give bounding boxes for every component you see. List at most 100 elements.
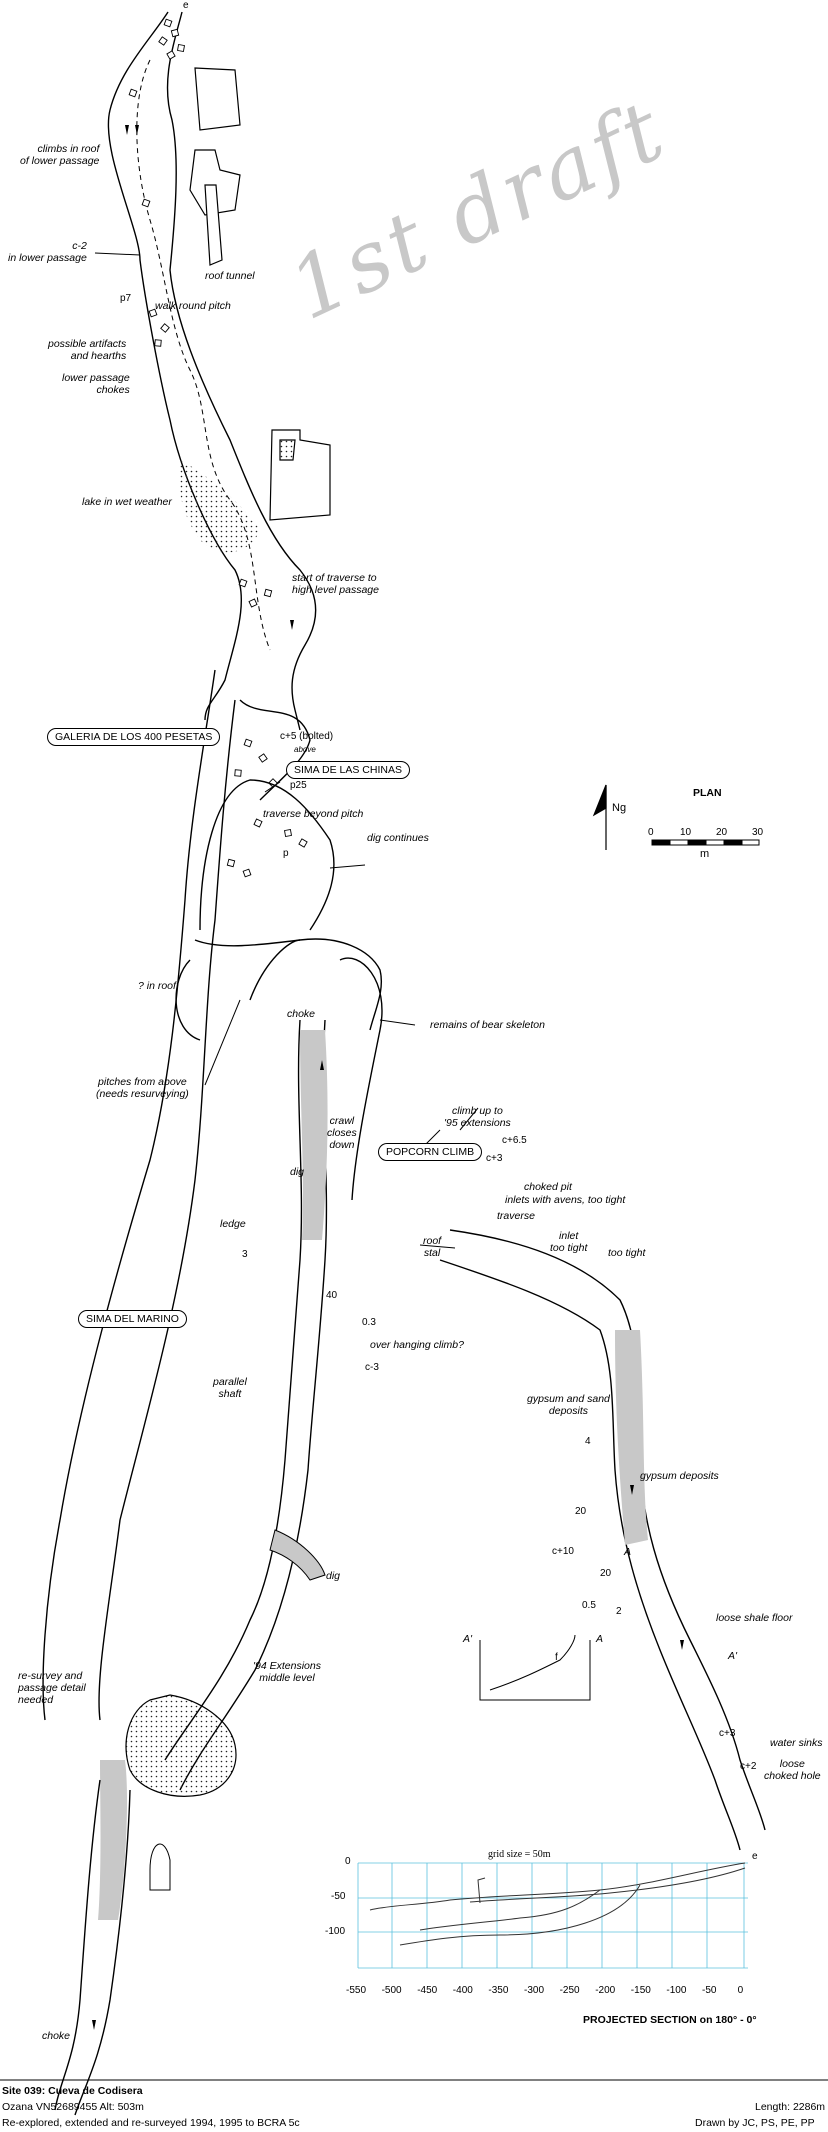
side-chambers	[189, 67, 331, 521]
label-n20a: 20	[575, 1506, 587, 1517]
label-n2: 2	[616, 1606, 622, 1617]
section-xtick: -300	[524, 1985, 545, 1996]
section-xtick: 0	[737, 1985, 744, 1996]
footer-location: Ozana VN52689455 Alt: 503m	[2, 2101, 144, 2113]
leader-arrows	[94, 252, 479, 1249]
label-lake: lake in wet weather	[82, 496, 172, 508]
section-xtick: -450	[417, 1985, 438, 1996]
scale-bar	[651, 839, 760, 846]
label-ledge: ledge	[220, 1218, 246, 1230]
name-galeria-400-pesetas: GALERIA DE LOS 400 PESETAS	[47, 728, 221, 746]
label-climb-95: climb up to '95 extensions	[444, 1105, 511, 1129]
label-c3-low: c+3	[719, 1728, 736, 1739]
label-dig-lower: dig	[326, 1570, 341, 1582]
slope-arrows	[92, 125, 684, 2030]
label-inlet-too-tight: inlet too tight	[550, 1230, 588, 1254]
scale-tick-10: 10	[680, 827, 692, 838]
label-choke-bottom: choke	[42, 2030, 71, 2042]
label-walk-round: walk round pitch	[155, 300, 231, 312]
label-c3-mid: c-3	[365, 1362, 379, 1373]
footer-length: Length: 2286m	[755, 2101, 826, 2113]
label-A-prime: A'	[728, 1650, 738, 1662]
lower-passage-dashed	[136, 59, 271, 651]
middle-passage-walls	[175, 779, 383, 1201]
scale-tick-30: 30	[752, 827, 764, 838]
label-n40: 40	[326, 1290, 338, 1301]
label-dig-continues: dig continues	[367, 832, 429, 844]
label-c2-lower: c-2 in lower passage	[8, 240, 87, 264]
bottom-passage-walls	[54, 1779, 131, 2116]
label-n03: 0.3	[362, 1317, 376, 1328]
xs-label-f: f	[555, 1652, 558, 1663]
north-label: Ng	[612, 802, 627, 814]
label-pitches-above: pitches from above (needs resurveying)	[96, 1076, 189, 1100]
section-xtick: -350	[488, 1985, 509, 1996]
north-arrow	[592, 784, 607, 850]
scale-tick-0: 0	[648, 827, 654, 838]
label-too-tight: too tight	[608, 1247, 646, 1259]
footer-history: Re-explored, extended and re-surveyed 19…	[2, 2117, 300, 2129]
grey-passage-fill	[300, 1030, 328, 1240]
label-c2-low: c+2	[740, 1761, 757, 1772]
label-lower-chokes: lower passage chokes	[62, 372, 130, 396]
label-gypsum-deposits: gypsum deposits	[640, 1470, 719, 1482]
footer-drawn: Drawn by JC, PS, PE, PP	[695, 2117, 815, 2129]
section-xtick: -200	[595, 1985, 616, 1996]
plan-title: PLAN	[693, 787, 722, 799]
scale-unit: m	[700, 848, 710, 860]
upper-passage-walls	[107, 11, 317, 801]
left-long-passage	[42, 669, 236, 1721]
label-n05: 0.5	[582, 1600, 596, 1611]
label-traverse: traverse	[497, 1210, 535, 1222]
label-c65: c+6.5	[502, 1135, 527, 1146]
label-p: p	[283, 848, 289, 859]
label-resurvey: re-survey and passage detail needed	[18, 1670, 86, 1706]
section-xtick: -550	[346, 1985, 367, 1996]
label-n3: 3	[242, 1249, 248, 1260]
section-xtick: -50	[702, 1985, 717, 1996]
small-chamber-bottom	[149, 1843, 171, 1891]
lake-area	[178, 460, 260, 553]
scale-tick-20: 20	[716, 827, 728, 838]
section-xtick: -400	[452, 1985, 473, 1996]
entrance-mark: e	[183, 0, 189, 11]
grey-passage-fill-lower	[98, 1760, 128, 1920]
name-popcorn-climb: POPCORN CLIMB	[378, 1143, 483, 1161]
label-inlets-avens: inlets with avens, too tight	[505, 1194, 626, 1206]
footer-site: Site 039: Cueva de Codisera	[2, 2085, 143, 2097]
label-traverse-beyond: traverse beyond pitch	[263, 808, 364, 820]
section-entrance: e	[752, 1851, 758, 1862]
name-sima-de-las-chinas: SIMA DE LAS CHINAS	[286, 761, 410, 779]
name-sima-del-marino: SIMA DEL MARINO	[78, 1310, 187, 1328]
label-gypsum-sand: gypsum and sand deposits	[527, 1393, 610, 1417]
label-p25: p25	[290, 780, 307, 791]
section-title: PROJECTED SECTION on 180° - 0°	[583, 2014, 757, 2026]
section-xtick: -150	[630, 1985, 651, 1996]
boulders-upper	[128, 18, 308, 878]
right-passage-walls	[439, 1229, 766, 1851]
xs-label-A: A	[596, 1633, 604, 1645]
gypsum-deposits-fill	[615, 1330, 648, 1545]
cross-section-A	[479, 1634, 591, 1701]
label-roof-stal: roof stal	[423, 1235, 442, 1259]
label-loose-shale: loose shale floor	[716, 1612, 793, 1624]
section-xtick: -500	[381, 1985, 402, 1996]
label-roof-tunnel: roof tunnel	[205, 270, 255, 282]
label-choke-mid: choke	[287, 1008, 316, 1020]
xs-label-A-prime: A'	[463, 1633, 473, 1645]
label-above: above	[294, 745, 316, 754]
label-climbs-roof: climbs in roof of lower passage	[20, 143, 100, 167]
label-in-roof: ? in roof	[138, 980, 176, 992]
lower-chamber	[125, 1694, 237, 1797]
label-A-mark: A	[624, 1546, 632, 1558]
label-choked-pit: choked pit	[524, 1181, 572, 1193]
section-ytick-0: 0	[345, 1856, 351, 1867]
section-xtick: -250	[559, 1985, 580, 1996]
label-n20b: 20	[600, 1568, 612, 1579]
label-parallel-shaft: parallel shaft	[213, 1376, 247, 1400]
section-ytick-100: -100	[325, 1926, 346, 1937]
label-dig-upper: dig	[290, 1166, 305, 1178]
label-bear: remains of bear skeleton	[430, 1019, 545, 1031]
label-c5-bolted: c+5 (bolted)	[280, 731, 334, 742]
